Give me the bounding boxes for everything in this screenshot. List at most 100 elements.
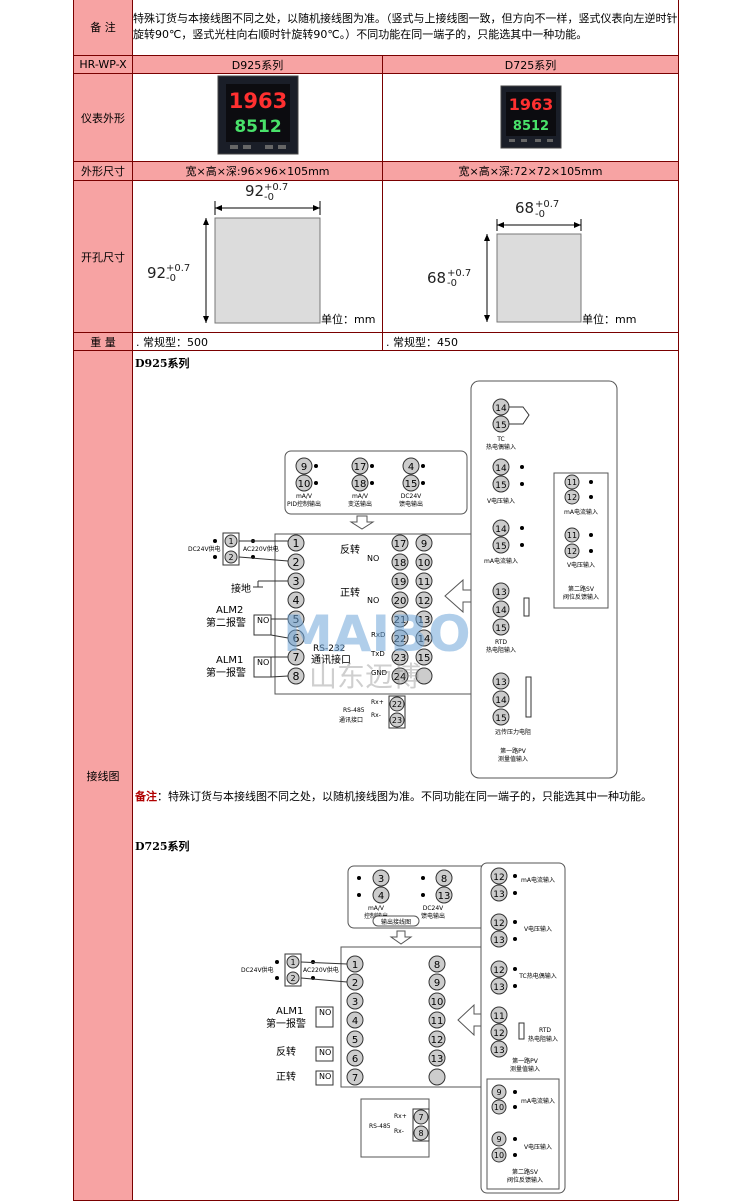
d925-terminal-11: 11 (415, 572, 433, 590)
svg-text:mA电流输入: mA电流输入 (484, 557, 518, 565)
svg-text:馈电输出: 馈电输出 (421, 912, 445, 920)
svg-text:13: 13 (493, 983, 504, 993)
d925-terminal-8: 8 (287, 667, 305, 685)
svg-text:9: 9 (496, 1088, 501, 1097)
cutout-row: 开孔尺寸 92 +0.7 -0 92 +0.7 -0 单位：mm 68 +0 (73, 180, 680, 333)
d925-rs485: RS-485 (343, 707, 365, 714)
d725-rtd-input: 11 12 13 RTD 热电阻输入 (490, 1006, 558, 1058)
d925-width-tol-minus: -0 (264, 192, 274, 203)
svg-text:24: 24 (394, 672, 407, 683)
d925-top-group-3: 4 15 DC24V 馈电输出 (399, 457, 425, 508)
d925-height-base: 92 (147, 264, 166, 282)
d925-no-alm2: NO (257, 616, 269, 625)
d725-left-terminals: 1 2 3 4 5 6 7 (346, 955, 364, 1086)
svg-text:12: 12 (493, 1029, 504, 1039)
d725-height-tol-plus: +0.7 (447, 268, 471, 279)
svg-text:10: 10 (494, 1103, 504, 1112)
svg-text:10: 10 (418, 558, 431, 569)
svg-text:19: 19 (394, 577, 407, 588)
d725-meter-top-display: 1963 (509, 95, 554, 114)
svg-text:V电压输入: V电压输入 (524, 1143, 552, 1151)
d725-sv-v: 9 10 V电压输入 (491, 1131, 552, 1163)
d925-terminal-1: 1 (287, 534, 305, 552)
dimension-d925: 宽×高×深:96×96×105mm (132, 161, 383, 181)
d925-forward: 正转 (340, 586, 360, 599)
svg-text:15: 15 (495, 421, 506, 431)
d925-no-fwd: NO (367, 596, 379, 605)
weight-row: 重 量 . 常规型：500 . 常规型：450 (73, 332, 680, 351)
d725-terminal-9: 9 (428, 973, 446, 991)
d725-terminal-12: 12 (428, 1030, 446, 1048)
d725-v-input: 12 13 V电压输入 (490, 913, 552, 948)
d925-terminal-7: 7 (287, 648, 305, 666)
svg-text:8: 8 (441, 874, 447, 885)
svg-text:12: 12 (567, 547, 577, 556)
d725-rs485: RS-485 (369, 1123, 391, 1130)
svg-text:14: 14 (495, 606, 507, 616)
d925-top1-b: 10 (298, 479, 311, 490)
d925-top3-l2: 馈电输出 (399, 500, 423, 508)
svg-text:V电压输入: V电压输入 (567, 561, 595, 569)
cutout-d925-cell: 92 +0.7 -0 92 +0.7 -0 单位：mm (132, 180, 383, 333)
svg-text:12: 12 (567, 493, 577, 502)
svg-text:mA电流输入: mA电流输入 (521, 1097, 555, 1105)
svg-text:14: 14 (495, 464, 507, 474)
svg-text:8: 8 (434, 960, 440, 971)
d725-dc24v: DC24V供电 (241, 966, 274, 974)
d725-tc-input: 12 13 TC热电偶输入 (490, 960, 557, 995)
svg-text:V电压输入: V电压输入 (487, 497, 515, 505)
d925-meter-top-display: 1963 (229, 89, 287, 113)
svg-text:12: 12 (493, 873, 504, 883)
dimension-d725: 宽×高×深:72×72×105mm (381, 161, 680, 181)
d925-terminal-4: 4 (287, 591, 305, 609)
svg-text:22: 22 (392, 700, 402, 709)
d925-top1-a: 9 (301, 462, 307, 473)
svg-text:15: 15 (495, 624, 506, 634)
svg-text:1: 1 (293, 537, 300, 550)
d725-width-tol-plus: +0.7 (535, 199, 559, 210)
d925-reverse: 反转 (340, 543, 360, 556)
d725-section-title: D725系列 (135, 840, 190, 853)
svg-text:11: 11 (567, 531, 577, 540)
dimension-label: 外形尺寸 (73, 161, 133, 181)
model-label: HR-WP-X (73, 55, 133, 74)
d725-unit: 单位：mm (582, 312, 636, 326)
svg-text:23: 23 (394, 653, 407, 664)
svg-text:14: 14 (495, 696, 507, 706)
svg-text:9: 9 (421, 539, 427, 550)
d925-terminal-10: 10 (415, 553, 433, 571)
cutout-d725-cell: 68 +0.7 -0 68 +0.7 -0 单位：mm (381, 180, 680, 333)
d925-unit: 单位：mm (321, 312, 375, 326)
svg-text:22: 22 (394, 634, 407, 645)
cutout-label: 开孔尺寸 (73, 180, 133, 333)
note-label: 备 注 (73, 0, 133, 56)
d925-top2-a: 17 (354, 462, 367, 473)
svg-text:1: 1 (228, 537, 233, 546)
svg-text:10: 10 (431, 997, 444, 1008)
d725-forward: 正转 (276, 1070, 296, 1083)
d725-out-label: 输出接线图 (381, 918, 411, 926)
d925-meter-image: 1963 8512 (217, 75, 299, 155)
d925-terminal-2: 2 (287, 553, 305, 571)
d725-height-base: 68 (427, 269, 446, 287)
d925-top2-b: 18 (354, 479, 367, 490)
note-row: 备 注 特殊订货与本接线图不同之处，以随机接线图为准。（竖式与上接线图一致，但方… (73, 0, 680, 56)
d725-terminal-4: 4 (346, 1011, 364, 1029)
svg-text:11: 11 (418, 577, 431, 588)
d725-terminal-7: 7 (346, 1068, 364, 1086)
wiring-cell: D925系列 9 10 mA/V PID控制输出 17 18 mA (131, 350, 680, 1201)
svg-text:21: 21 (394, 615, 407, 626)
d725-terminal-13: 13 (428, 1049, 446, 1067)
d925-width-base: 92 (245, 182, 264, 200)
d925-alm1: ALM1 (216, 655, 243, 666)
d925-top-group-1: 9 10 mA/V PID控制输出 (287, 457, 321, 508)
d925-alarm1: 第一报警 (206, 666, 246, 679)
d925-height-tol-plus: +0.7 (166, 263, 190, 274)
svg-text:11: 11 (493, 1012, 504, 1022)
d925-cutout-drawing: 92 +0.7 -0 92 +0.7 -0 单位：mm (147, 182, 375, 326)
wiring-label: 接线图 (73, 350, 133, 1201)
d925-gnd: GND (371, 669, 387, 677)
svg-text:12: 12 (418, 596, 431, 607)
svg-text:13: 13 (438, 891, 451, 902)
d925-no-alm1: NO (257, 658, 269, 667)
